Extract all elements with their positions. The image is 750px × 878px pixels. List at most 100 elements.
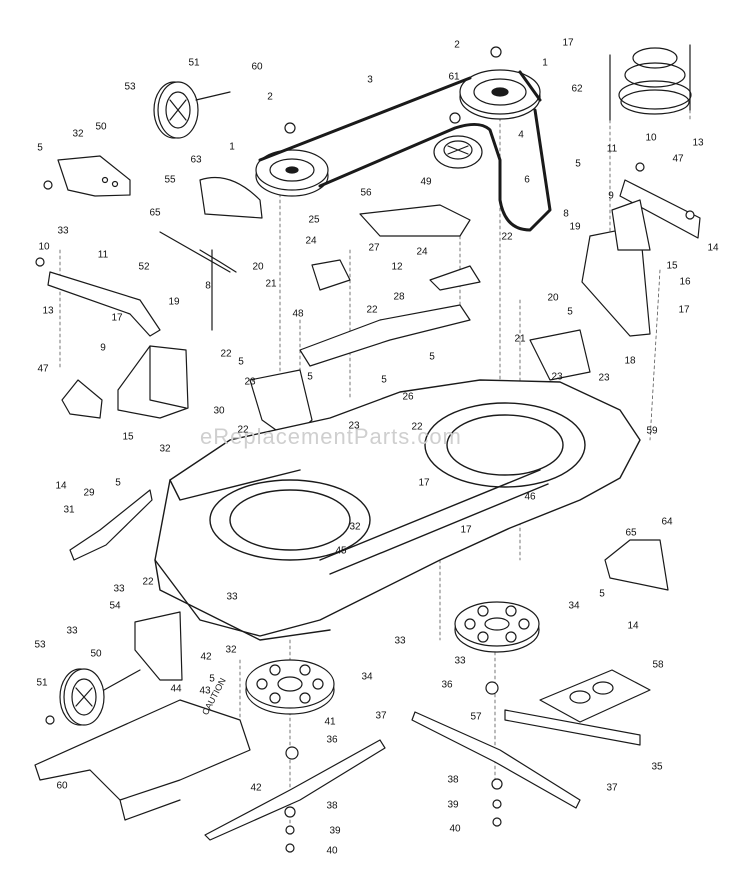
callout-63: 63 bbox=[190, 154, 202, 166]
callout-20-2: 20 bbox=[547, 292, 559, 304]
callout-47-2: 47 bbox=[37, 363, 49, 375]
blade-right bbox=[411, 711, 581, 809]
callout-59: 59 bbox=[646, 425, 658, 437]
callout-5-9: 5 bbox=[599, 588, 605, 600]
callout-23-4: 23 bbox=[598, 372, 610, 384]
callout-20-1: 20 bbox=[252, 261, 264, 273]
callout-38-2: 38 bbox=[447, 774, 459, 786]
callout-1-2: 1 bbox=[229, 141, 235, 153]
callout-21-1: 21 bbox=[265, 278, 277, 290]
callout-5-6: 5 bbox=[429, 351, 435, 363]
callout-4: 4 bbox=[518, 129, 524, 141]
callout-38-1: 38 bbox=[326, 800, 338, 812]
callout-17-2: 17 bbox=[111, 312, 123, 324]
callout-33-4: 33 bbox=[226, 591, 238, 603]
idler-pulley bbox=[433, 135, 483, 169]
callout-22-6: 22 bbox=[142, 576, 154, 588]
callout-60-1: 60 bbox=[251, 61, 263, 73]
center-brackets bbox=[299, 204, 481, 367]
callout-52: 52 bbox=[138, 261, 150, 273]
callout-17-4: 17 bbox=[418, 477, 430, 489]
callout-33-1: 33 bbox=[57, 225, 69, 237]
callout-47-1: 47 bbox=[672, 153, 684, 165]
callout-23-1: 23 bbox=[244, 376, 256, 388]
callout-42-1: 42 bbox=[200, 651, 212, 663]
callout-33-6: 33 bbox=[454, 655, 466, 667]
callout-61: 61 bbox=[448, 71, 460, 83]
callout-42-2: 42 bbox=[250, 782, 262, 794]
callout-40-1: 40 bbox=[326, 845, 338, 857]
bracket-31 bbox=[69, 489, 153, 561]
callout-48: 48 bbox=[292, 308, 304, 320]
lift-arm-right bbox=[581, 179, 701, 337]
callout-39-2: 39 bbox=[447, 799, 459, 811]
callout-22-3: 22 bbox=[501, 231, 513, 243]
callout-32-3: 32 bbox=[349, 521, 361, 533]
callout-36-1: 36 bbox=[441, 679, 453, 691]
pulley-right bbox=[459, 69, 541, 120]
deflectors-23 bbox=[249, 329, 591, 441]
callout-19-1: 19 bbox=[168, 296, 180, 308]
callout-64: 64 bbox=[661, 516, 673, 528]
wheel-bottom bbox=[59, 668, 141, 726]
pulley-left bbox=[255, 149, 329, 197]
callout-62: 62 bbox=[571, 83, 583, 95]
callout-40-2: 40 bbox=[449, 823, 461, 835]
callout-34-1: 34 bbox=[361, 671, 373, 683]
callout-11-1: 11 bbox=[97, 249, 109, 261]
callout-8-1: 8 bbox=[205, 280, 211, 292]
callout-30: 30 bbox=[213, 405, 225, 417]
bracket-top-left bbox=[57, 155, 131, 197]
callout-23-3: 23 bbox=[551, 371, 563, 383]
blade-left bbox=[204, 739, 386, 841]
callout-26: 26 bbox=[402, 391, 414, 403]
wedge-left bbox=[61, 379, 103, 419]
callout-53-2: 53 bbox=[34, 639, 46, 651]
callout-36-2: 36 bbox=[326, 734, 338, 746]
callout-9-1: 9 bbox=[100, 342, 106, 354]
callout-43: 43 bbox=[199, 685, 211, 697]
blade-hub-left bbox=[245, 659, 335, 715]
callout-55: 55 bbox=[164, 174, 176, 186]
discharge-chute bbox=[34, 699, 251, 821]
drive-belt bbox=[258, 70, 552, 232]
callout-57: 57 bbox=[470, 711, 482, 723]
callout-25: 25 bbox=[308, 214, 320, 226]
shield-63 bbox=[199, 176, 263, 219]
watermark: eReplacementParts.com bbox=[200, 424, 462, 449]
callout-33-5: 33 bbox=[394, 635, 406, 647]
callout-32-4: 32 bbox=[225, 644, 237, 656]
callout-22-2: 22 bbox=[366, 304, 378, 316]
callout-34-2: 34 bbox=[568, 600, 580, 612]
mower-deck bbox=[154, 379, 641, 641]
bracket-64 bbox=[604, 539, 669, 591]
callout-33-2: 33 bbox=[113, 583, 125, 595]
callout-60-2: 60 bbox=[56, 780, 68, 792]
callout-17-5: 17 bbox=[460, 524, 472, 536]
bracket-30 bbox=[117, 345, 189, 419]
callout-6: 6 bbox=[524, 174, 530, 186]
callout-15-1: 15 bbox=[122, 431, 134, 443]
callout-54: 54 bbox=[109, 600, 121, 612]
callout-23-2: 23 bbox=[348, 420, 360, 432]
callout-10-1: 10 bbox=[38, 241, 50, 253]
callout-5-3: 5 bbox=[238, 356, 244, 368]
callout-16: 16 bbox=[679, 276, 691, 288]
callout-1-1: 1 bbox=[542, 57, 548, 69]
callout-49: 49 bbox=[420, 176, 432, 188]
callout-19-2: 19 bbox=[569, 221, 581, 233]
callout-14-3: 14 bbox=[627, 620, 639, 632]
bracket-54 bbox=[134, 611, 183, 681]
callout-21-2: 21 bbox=[514, 333, 526, 345]
callout-44: 44 bbox=[170, 683, 182, 695]
callout-51-1: 51 bbox=[188, 57, 200, 69]
callout-15-2: 15 bbox=[666, 260, 678, 272]
lift-arm-left bbox=[47, 271, 161, 337]
callout-29: 29 bbox=[83, 487, 95, 499]
callout-24-2: 24 bbox=[416, 246, 428, 258]
callout-65-1: 65 bbox=[149, 207, 161, 219]
callout-13-2: 13 bbox=[692, 137, 704, 149]
callout-65-2: 65 bbox=[625, 527, 637, 539]
